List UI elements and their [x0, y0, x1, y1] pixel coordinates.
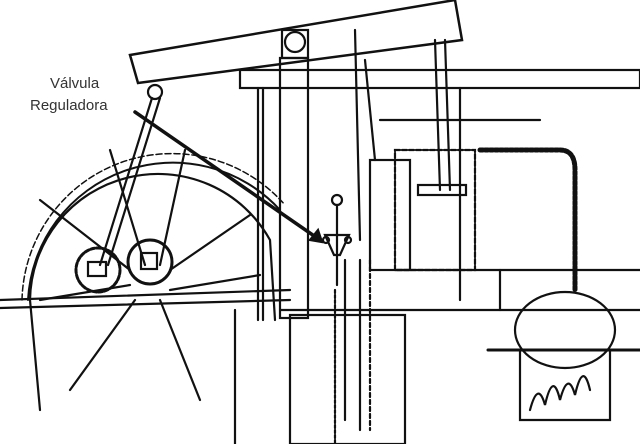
- label-pointer-arrow: [133, 110, 324, 244]
- frame: [0, 56, 640, 444]
- label-reguladora: Reguladora: [30, 97, 108, 114]
- regulator-valve: [321, 193, 353, 287]
- cylinder: [353, 28, 477, 272]
- sun-planet-gears: [74, 238, 174, 294]
- condenser-tank: [288, 258, 407, 444]
- beam: [98, 0, 464, 267]
- label-valvula: Válvula: [50, 75, 100, 92]
- boiler: [477, 147, 640, 422]
